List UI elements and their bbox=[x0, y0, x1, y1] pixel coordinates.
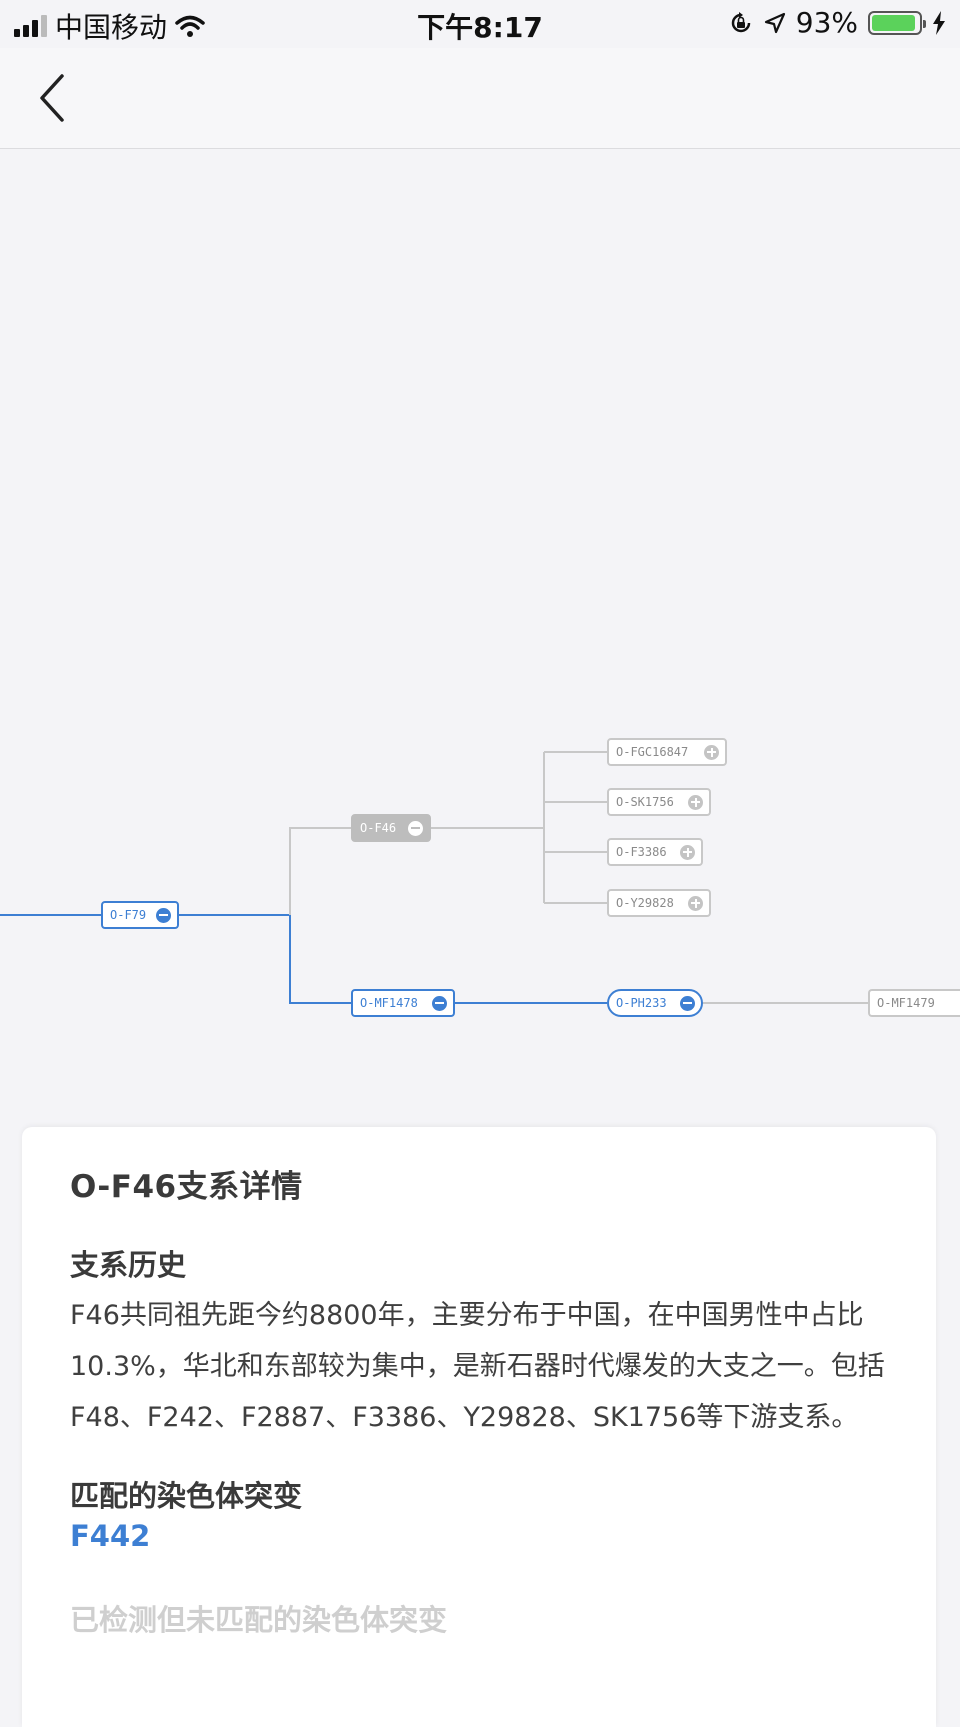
history-text: F46共同祖先距今约8800年，主要分布于中国，在中国男性中占比10.3%，华北… bbox=[70, 1300, 885, 1433]
tree-connectors bbox=[0, 751, 868, 1004]
location-icon bbox=[764, 12, 785, 33]
node-o-f79[interactable]: O-F79 bbox=[101, 901, 179, 929]
node-o-f3386[interactable]: O-F3386 bbox=[607, 838, 703, 866]
connector-f79-mf1478 bbox=[178, 914, 352, 1004]
node-o-f46[interactable]: O-F46 bbox=[351, 814, 431, 842]
collapse-icon[interactable] bbox=[680, 995, 695, 1011]
rotation-lock-icon bbox=[731, 11, 751, 32]
matched-mutation-link[interactable]: F442 bbox=[70, 1519, 151, 1553]
node-o-ph233[interactable]: O-PH233 bbox=[607, 989, 703, 1017]
back-button[interactable] bbox=[30, 68, 90, 128]
history-heading: 支系历史 bbox=[70, 1248, 187, 1282]
signal-icon bbox=[14, 15, 47, 37]
node-o-mf1478[interactable]: O-MF1478 bbox=[351, 989, 455, 1017]
expand-icon[interactable] bbox=[688, 895, 703, 911]
node-label: O-MF1478 bbox=[360, 996, 418, 1010]
carrier-label: 中国移动 bbox=[55, 11, 168, 44]
expand-icon[interactable] bbox=[680, 844, 695, 860]
status-bar: 中国移动 下午8:17 93% bbox=[0, 0, 960, 48]
node-o-sk1756[interactable]: O-SK1756 bbox=[607, 788, 711, 816]
collapse-icon[interactable] bbox=[432, 995, 447, 1011]
node-label: O-MF1479 bbox=[877, 996, 935, 1010]
matched-mutation-heading: 匹配的染色体突变 bbox=[70, 1479, 303, 1513]
node-o-y29828[interactable]: O-Y29828 bbox=[607, 889, 711, 917]
subclade-detail-card: O-F46支系详情 支系历史 F46共同祖先距今约8800年，主要分布于中国，在… bbox=[22, 1127, 936, 1727]
node-label: O-SK1756 bbox=[616, 795, 674, 809]
node-label: O-F79 bbox=[110, 908, 147, 922]
chevron-left-icon bbox=[40, 74, 64, 122]
node-label: O-Y29828 bbox=[616, 896, 674, 910]
node-o-mf1479[interactable]: O-MF1479 bbox=[868, 989, 960, 1017]
unmatched-mutation-heading: 已检测但未匹配的染色体突变 bbox=[70, 1603, 448, 1637]
card-title: O-F46支系详情 bbox=[70, 1169, 303, 1205]
battery-fill bbox=[872, 14, 915, 31]
expand-icon[interactable] bbox=[704, 744, 719, 760]
connector-f79-f46 bbox=[289, 827, 352, 915]
wifi-icon bbox=[175, 15, 205, 37]
battery-percent: 93% bbox=[795, 6, 858, 39]
status-right: 93% bbox=[728, 6, 946, 39]
charging-icon bbox=[933, 10, 945, 35]
node-label: O-F3386 bbox=[616, 845, 667, 859]
node-label: O-PH233 bbox=[616, 996, 667, 1010]
collapse-icon[interactable] bbox=[408, 820, 423, 836]
node-o-fgc16847[interactable]: O-FGC16847 bbox=[607, 738, 727, 766]
status-left: 中国移动 bbox=[14, 6, 205, 46]
node-label: O-FGC16847 bbox=[616, 745, 689, 759]
collapse-icon[interactable] bbox=[156, 907, 171, 923]
node-label: O-F46 bbox=[360, 821, 397, 835]
nav-bar bbox=[0, 48, 960, 149]
battery-icon bbox=[868, 10, 926, 35]
expand-icon[interactable] bbox=[688, 794, 703, 810]
haplogroup-tree: O-F79 O-F46 O-FGC16847 O-SK1756 O-F3386 … bbox=[0, 149, 960, 1129]
status-time: 下午8:17 bbox=[417, 11, 543, 44]
